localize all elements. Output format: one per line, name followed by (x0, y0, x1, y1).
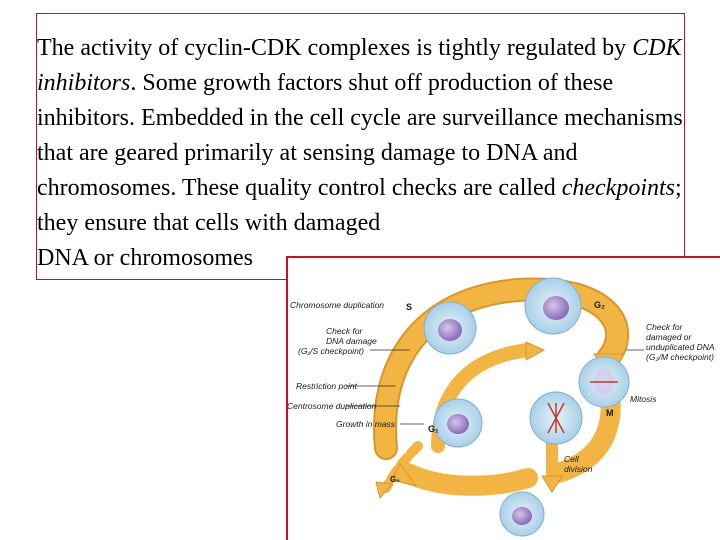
cell-s-phase (423, 301, 477, 355)
label-check-g2-line1: Check for (646, 322, 684, 332)
phase-label-g0: G₀ (390, 475, 400, 484)
cycle-arrow-bottom (398, 463, 538, 496)
cell-prophase (578, 356, 630, 408)
cell-g1-phase (433, 398, 483, 448)
term-checkpoints: checkpoints (561, 175, 676, 201)
text-run: ; they ensure that cells with damaged (37, 175, 688, 236)
term-cdk-inhibitors: CDK inhibitors (37, 35, 688, 96)
cell-g2-phase (524, 277, 582, 335)
arrow-head (391, 463, 418, 487)
label-check-g2-line2: damaged or (646, 332, 693, 342)
arrow-head (525, 341, 546, 361)
text-run: DNA or chromosomes (37, 245, 253, 271)
arrow-head (375, 481, 393, 500)
label-centrosome-duplication: Centrosome duplication (288, 401, 377, 411)
phase-label-s: S (406, 302, 412, 312)
pointer-lines (346, 349, 644, 425)
phase-label-g1: G₁ (428, 424, 439, 434)
label-check-dna-line2: DNA damage (326, 336, 377, 346)
cell-cycle-diagram: Chromosome duplication Check for DNA dam… (288, 277, 715, 537)
phase-label-m: M (606, 408, 614, 418)
label-check-g2-line4: (G₂/M checkpoint) (646, 352, 714, 362)
phase-label-g2: G₂ (594, 300, 605, 310)
label-mitosis: Mitosis (630, 394, 657, 404)
text-run: The activity of cyclin-CDK complexes is … (37, 35, 633, 61)
cell-metaphase (529, 391, 583, 445)
text-run: . Some growth factors shut off productio… (37, 70, 689, 201)
cell-cycle-figure: Chromosome duplication Check for DNA dam… (286, 256, 720, 540)
cell-daughter (499, 491, 545, 537)
label-chromosome-duplication: Chromosome duplication (290, 300, 384, 310)
label-cell-division-line2: division (564, 464, 593, 474)
text-box: The activity of cyclin-CDK complexes is … (36, 13, 685, 280)
label-growth-in-mass: Growth in mass (336, 419, 396, 429)
label-check-dna-line1: Check for (326, 326, 364, 336)
arrow-head (541, 475, 563, 493)
label-check-dna-line3: (G₁/S checkpoint) (298, 346, 364, 356)
label-restriction-point: Restriction point (296, 381, 358, 391)
label-check-g2-line3: unduplicated DNA (646, 342, 715, 352)
cycle-arrow-outer-fill (375, 279, 628, 458)
label-cell-division-line1: Cell (564, 454, 580, 464)
body-paragraph: The activity of cyclin-CDK complexes is … (37, 31, 686, 276)
